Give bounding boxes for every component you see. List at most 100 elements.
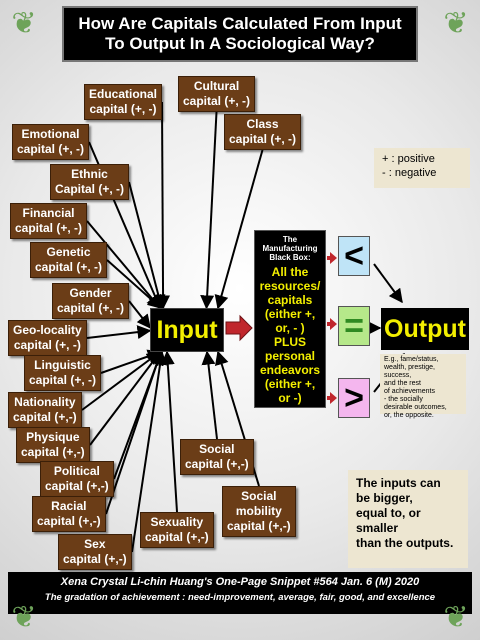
black-box-line: (either +, <box>264 377 316 391</box>
capital-box-physique: Physique capital (+,-) <box>16 427 90 463</box>
black-box-line: endeavors <box>259 363 321 377</box>
capital-label: Sexuality <box>150 515 204 529</box>
capital-box-nationality: Nationality capital (+,-) <box>8 392 82 428</box>
capital-sign: capital (+, -) <box>183 94 251 108</box>
capital-box-linguistic: Linguistic capital (+, -) <box>24 355 102 391</box>
capital-to-input-arrow <box>128 300 151 329</box>
manufacturing-black-box: The Manufacturing Black Box: All the res… <box>254 230 326 408</box>
capital-label: Sex <box>84 537 106 551</box>
capital-to-input-arrow <box>160 350 178 513</box>
capital-sign: capital (+,-) <box>185 457 249 471</box>
capital-label: Emotional <box>21 127 80 141</box>
footer-credit: Xena Crystal Li-chin Huang's One-Page Sn… <box>60 576 420 588</box>
capital-box-gender: Gender capital (+, -) <box>52 283 130 319</box>
capital-to-input-arrow <box>128 181 166 310</box>
capital-to-input-arrow <box>131 350 168 553</box>
note-line: The inputs can <box>356 476 441 490</box>
capital-label: Genetic <box>46 245 91 259</box>
black-box-body: All the resources/ capitals (either +, o… <box>255 265 325 405</box>
title-line-1: How Are Capitals Calculated From Input <box>78 14 402 33</box>
black-box-heading-line: Manufacturing <box>262 244 318 253</box>
capital-to-input-arrow <box>81 351 161 411</box>
input-arrows <box>81 101 264 553</box>
capital-sign: capital (+,-) <box>13 410 77 424</box>
top-right-ornament-icon: ❦ <box>443 7 469 40</box>
capital-box-ethnic: Ethnic Capital (+, -) <box>50 164 130 200</box>
note-line: desirable outcomes, <box>384 404 447 411</box>
capital-label: Ethnic <box>71 167 108 181</box>
output-box: Output <box>381 308 469 350</box>
note-line: equal to, or <box>356 506 421 520</box>
capital-box-racial: Racial capital (+,-) <box>32 496 106 532</box>
output-examples-note: E.g., fame/status, wealth, prestige, suc… <box>380 354 466 419</box>
capital-sign: capital (+, -) <box>35 260 103 274</box>
capital-label: Geo-locality <box>13 323 82 337</box>
bottom-left-ornament-icon: ❦ <box>11 601 37 634</box>
capital-label: Nationality <box>14 395 76 409</box>
note-line: and the rest <box>384 380 421 387</box>
blackbox-to-equal-arrow-icon <box>327 318 337 330</box>
legend-negative: - : negative <box>382 167 437 179</box>
blackbox-to-greater-arrow-icon <box>327 392 337 404</box>
capital-box-social: Social capital (+,-) <box>180 439 254 475</box>
bottom-right-ornament-icon: ❦ <box>443 601 469 634</box>
note-line: be bigger, <box>356 491 413 505</box>
black-box-line: All the <box>271 265 309 279</box>
capital-sign: capital (+, -) <box>89 102 157 116</box>
black-box-line: personal <box>264 349 315 363</box>
capital-box-educational: Educational capital (+, -) <box>84 84 163 120</box>
footer-gradation: The gradation of achievement : need-impr… <box>44 592 436 603</box>
less-than-box: < <box>338 236 370 276</box>
capital-to-input-arrow <box>105 350 164 515</box>
sign-legend: + : positive - : negative <box>374 148 470 188</box>
capital-label: Gender <box>69 286 112 300</box>
note-line: - the socially <box>384 396 423 403</box>
black-box-line: or, - ) <box>275 321 305 335</box>
legend-positive: + : positive <box>382 153 435 165</box>
capital-to-input-arrow <box>156 101 171 310</box>
capital-sign: capital (+,-) <box>227 519 291 533</box>
capital-box-political: Political capital (+,-) <box>40 461 114 497</box>
note-line: smaller <box>356 521 399 535</box>
capital-to-input-arrow <box>86 220 161 310</box>
capital-box-financial: Financial capital (+, -) <box>10 203 88 239</box>
capital-sign: capital (+, -) <box>15 221 83 235</box>
capital-label: Social <box>241 489 277 503</box>
capital-sign: capital (+,-) <box>45 479 109 493</box>
black-box-line: resources/ <box>259 279 321 293</box>
capital-label: Financial <box>22 206 75 220</box>
capital-box-sexuality: Sexuality capital (+,-) <box>140 512 214 548</box>
capital-sign: capital (+, -) <box>29 373 97 387</box>
capital-sign: capital (+, -) <box>229 132 297 146</box>
top-left-ornament-icon: ❦ <box>11 7 37 40</box>
less-to-output-arrow <box>373 263 403 304</box>
capital-box-genetic: Genetic capital (+, -) <box>30 242 108 278</box>
capital-sign: capital (+,-) <box>21 445 85 459</box>
capital-to-input-arrow <box>200 111 218 310</box>
input-box: Input <box>150 308 224 352</box>
black-box-heading-line: Black Box: <box>269 253 311 262</box>
capital-label: Linguistic <box>34 358 91 372</box>
capital-sign: capital (+,-) <box>145 530 209 544</box>
capital-to-input-arrow <box>86 325 152 340</box>
capital-sign: capital (+, -) <box>17 142 85 156</box>
blackbox-to-less-arrow-icon <box>327 252 337 264</box>
capital-sign: capital (+, -) <box>57 301 125 315</box>
capital-to-input-arrow <box>89 350 162 446</box>
note-line: E.g., fame/status, <box>384 356 439 363</box>
capital-label: Political <box>53 464 100 478</box>
capital-box-social-mobility: Social mobility capital (+,-) <box>222 486 296 537</box>
capital-label: Class <box>246 117 279 131</box>
capital-box-emotional: Emotional capital (+, -) <box>12 124 90 160</box>
capital-sign: capital (+,-) <box>63 552 127 566</box>
note-line: wealth, prestige, <box>384 364 435 371</box>
greater-than-box: > <box>338 378 370 418</box>
capital-label: Racial <box>51 499 87 513</box>
equal-box: = <box>338 306 370 346</box>
note-line: success, <box>384 372 412 379</box>
note-line: of achievements <box>384 388 435 395</box>
black-box-line: (either +, <box>264 307 316 321</box>
input-to-blackbox-arrow-icon <box>225 314 253 342</box>
capital-label: Educational <box>89 87 158 101</box>
